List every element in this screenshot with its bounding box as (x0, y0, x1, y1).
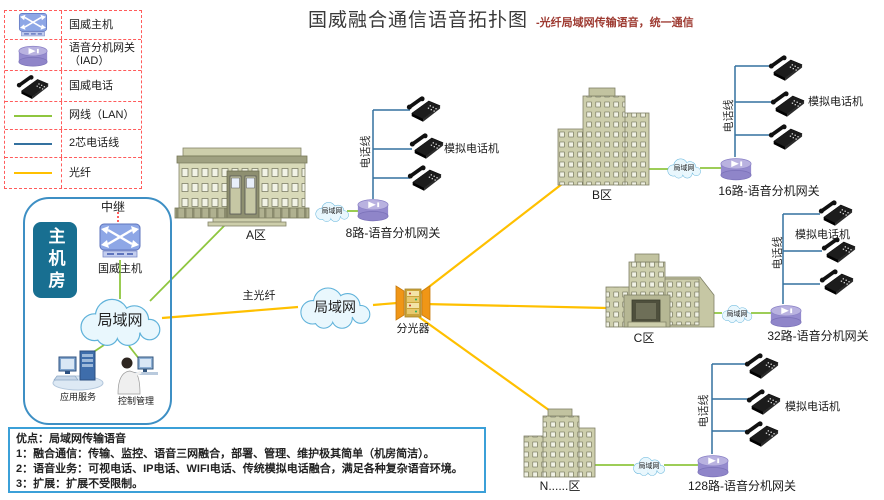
app-server-label: 应用服务 (59, 392, 96, 402)
zone-a-gateway-label: 8路-语音分机网关 (345, 226, 441, 240)
legend-row-phoneline: 2芯电话线 (5, 129, 141, 157)
zone-n-gateway-label: 128路-语音分机网关 (687, 479, 797, 493)
legend-label: 网线（LAN） (69, 109, 135, 121)
zone-c-phoneline-label: 电话线 (772, 236, 784, 270)
legend-label: 国威主机 (69, 18, 113, 31)
note-line-3: 2：语音业务：可视电话、IP电话、WIFI电话、传统模拟电话融合，满足各种复杂语… (16, 463, 463, 475)
zone-c-label: C区 (633, 331, 655, 345)
zone-b-gateway-label: 16路-语音分机网关 (718, 184, 820, 198)
zone-a-phones (406, 95, 444, 191)
legend-label: 2芯电话线 (69, 137, 120, 149)
room-cloud-label: 局域网 (97, 312, 143, 329)
iad-gateway-icon (5, 40, 62, 70)
legend-row-gateway: 语音分机网关（IAD） (5, 39, 141, 70)
legend-row-host: 国威主机 (5, 11, 141, 39)
legend-row-lan: 网线（LAN） (5, 101, 141, 129)
legend-label: 国威电话 (69, 79, 113, 92)
zone-a-cloud-label: 局域网 (321, 208, 343, 215)
gateway-b-icon (720, 158, 752, 181)
building-a (174, 147, 310, 227)
zone-n-cloud-label: 局域网 (638, 463, 660, 470)
trunk-label: 中继 (101, 200, 126, 214)
zone-a-phoneline-label: 电话线 (360, 135, 372, 169)
zone-c-gateway-label: 32路-语音分机网关 (767, 329, 869, 343)
note-line-1: 优点：局域网传输语音 (16, 433, 126, 445)
zone-n-phoneline-label: 电话线 (698, 394, 710, 428)
building-b (557, 87, 650, 186)
building-c (605, 253, 715, 328)
legend: 国威主机 语音分机网关（IAD） 国威电话 网线（LAN） 2芯电话线 光纤 (4, 10, 142, 189)
page-title: 国威融合通信语音拓扑图 -光纤局域网传输语音，统一通信 (308, 5, 694, 32)
zone-b-phones (768, 54, 805, 150)
main-fiber-label: 主光纤 (242, 290, 276, 302)
zone-n-phones (744, 352, 781, 447)
note-line-2: 1：融合通信：传输、监控、语音三网融合，部署、管理、维护极其简单（机房简洁）。 (16, 448, 435, 460)
legend-row-fiber: 光纤 (5, 157, 141, 188)
building-n (523, 408, 596, 478)
gateway-n-icon (697, 455, 729, 478)
fiber-lines (161, 183, 608, 419)
backbone-cloud-label: 局域网 (314, 299, 356, 315)
control-mgmt-label: 控制管理 (117, 396, 154, 406)
zone-b-cloud-label: 局域网 (673, 165, 695, 172)
gateway-a-icon (357, 199, 389, 222)
advantages-note: 优点：局域网传输语音 1：融合通信：传输、监控、语音三网融合，部署、管理、维护极… (8, 427, 486, 493)
telephone-lines (372, 65, 822, 454)
machine-room-box (23, 197, 172, 425)
zone-n-phones-label: 模拟电话机 (785, 401, 840, 413)
zone-n-label: N......区 (539, 479, 581, 493)
zone-c-cloud-label: 局域网 (726, 311, 748, 318)
zone-a-phones-label: 模拟电话机 (444, 143, 499, 155)
splitter-icon (395, 285, 431, 321)
control-mgmt-icon (117, 356, 158, 395)
title-main: 国威融合通信语音拓扑图 (308, 10, 529, 31)
zone-a-label: A区 (245, 228, 266, 242)
zone-b-phoneline-label: 电话线 (723, 99, 735, 133)
legend-label: 语音分机网关（IAD） (69, 42, 135, 67)
gateway-c-icon (770, 305, 802, 328)
legend-row-phone: 国威电话 (5, 70, 141, 101)
app-server-icon (52, 350, 104, 391)
zone-b-label: B区 (591, 188, 612, 202)
lan-line-icon (5, 102, 62, 129)
phone-line-icon (5, 130, 62, 157)
zone-b-phones-label: 模拟电话机 (808, 96, 863, 108)
host-icon (5, 11, 62, 39)
legend-label: 光纤 (69, 166, 91, 179)
title-subtitle: -光纤局域网传输语音，统一通信 (536, 17, 694, 29)
fiber-line-icon (5, 158, 62, 188)
host-label: 国威主机 (98, 263, 142, 275)
splitter-label: 分光器 (396, 323, 430, 335)
zone-c-phones-label: 模拟电话机 (795, 229, 850, 241)
zone-c-phones (818, 199, 856, 295)
machine-room-tag: 主机房 (33, 222, 77, 298)
note-line-4: 3：扩展：扩展不受限制。 (16, 478, 144, 490)
phone-icon (5, 71, 62, 101)
